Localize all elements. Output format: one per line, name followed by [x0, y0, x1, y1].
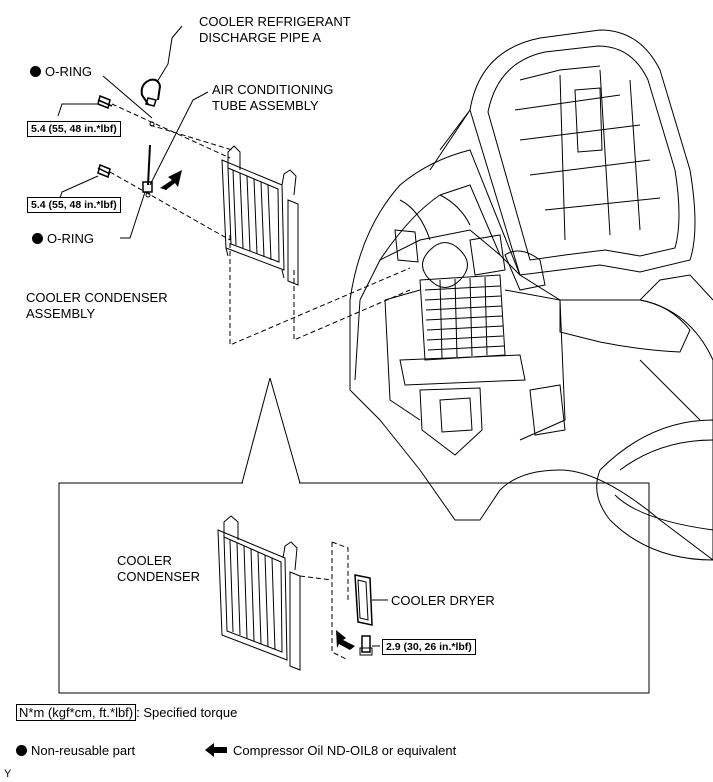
legend-torque-desc: : Specified torque	[136, 705, 238, 720]
label-tube-assembly-line1: AIR CONDITIONING	[212, 82, 334, 97]
label-condenser-assembly-line2: ASSEMBLY	[26, 306, 96, 321]
oil-arrow-icon	[205, 743, 227, 757]
label-cooler-dryer: COOLER DRYER	[391, 593, 495, 608]
non-reusable-dot-icon	[16, 745, 27, 756]
non-reusable-dot-icon	[32, 233, 43, 244]
label-discharge-pipe: COOLER REFRIGERANT DISCHARGE PIPE A	[199, 14, 351, 46]
torque-badge-top: 5.4 (55, 48 in.*lbf)	[27, 121, 121, 137]
non-reusable-dot-icon	[30, 66, 41, 77]
label-condenser-assembly: COOLER CONDENSER ASSEMBLY	[26, 290, 168, 322]
oil-arrows	[160, 170, 355, 650]
label-o-ring-top: O-RING	[30, 64, 92, 80]
guide-lines	[57, 25, 411, 484]
corner-mark: Y	[4, 768, 12, 780]
label-cooler-condenser-line2: CONDENSER	[117, 569, 201, 584]
legend-oil: Compressor Oil ND-OIL8 or equivalent	[205, 743, 456, 759]
detail-box	[58, 482, 650, 694]
condenser-assembly-drawing	[221, 145, 299, 286]
vehicle-front	[349, 29, 713, 561]
label-o-ring-bottom-text: O-RING	[47, 231, 94, 246]
label-tube-assembly: AIR CONDITIONING TUBE ASSEMBLY	[212, 82, 333, 114]
label-cooler-condenser: COOLER CONDENSER	[117, 553, 200, 585]
torque-badge-dryer: 2.9 (30, 26 in.*lbf)	[382, 639, 476, 655]
label-cooler-condenser-line1: COOLER	[117, 553, 172, 568]
label-o-ring-bottom: O-RING	[32, 231, 94, 247]
label-condenser-assembly-line1: COOLER CONDENSER	[26, 290, 168, 305]
legend-torque: N*m (kgf*cm, ft.*lbf): Specified torque	[16, 704, 238, 721]
label-discharge-pipe-line1: COOLER REFRIGERANT	[199, 14, 351, 29]
label-discharge-pipe-line2: DISCHARGE PIPE A	[199, 30, 322, 45]
torque-badge-middle: 5.4 (55, 48 in.*lbf)	[27, 197, 121, 213]
label-o-ring-top-text: O-RING	[45, 64, 92, 79]
legend-non-reusable-text: Non-reusable part	[31, 743, 136, 758]
legend-torque-unit: N*m (kgf*cm, ft.*lbf)	[16, 704, 137, 721]
label-tube-assembly-line2: TUBE ASSEMBLY	[212, 98, 319, 113]
pipe-and-bolts	[97, 78, 162, 198]
legend-non-reusable: Non-reusable part	[16, 743, 135, 759]
detail-condenser-drawing	[217, 515, 388, 671]
legend-oil-text: Compressor Oil ND-OIL8 or equivalent	[233, 743, 457, 758]
